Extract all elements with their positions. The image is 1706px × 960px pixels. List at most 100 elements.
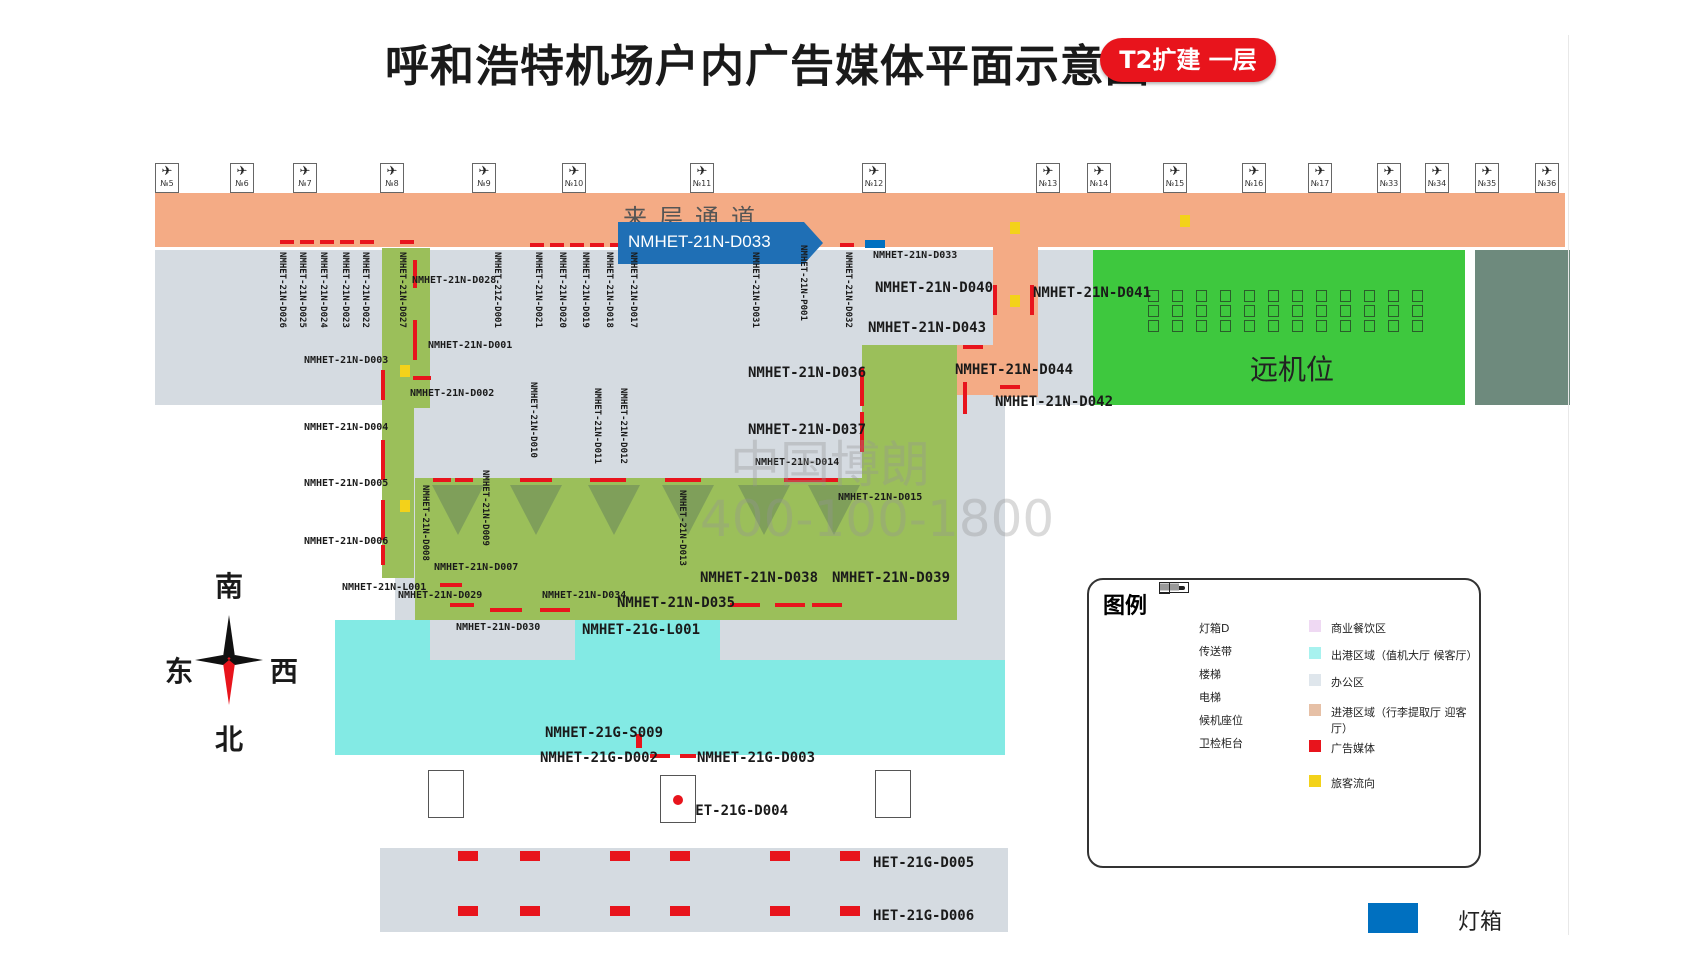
ad-media-bar (680, 754, 696, 758)
media-label-vertical: NMHET-21N-D032 (843, 252, 853, 328)
seat-icon (1268, 320, 1279, 332)
page-title: 呼和浩特机场户内广告媒体平面示意图 (385, 41, 1150, 92)
plane-icon: ✈ (1093, 164, 1105, 179)
seat-icon (1292, 290, 1303, 302)
ad-media-bar (433, 478, 451, 482)
departure-zone-grey-2 (720, 620, 1005, 660)
legend-swatch (1309, 620, 1321, 632)
seat-icon (1268, 290, 1279, 302)
plane-icon: ✈ (299, 164, 311, 179)
seat-icon (1292, 320, 1303, 332)
ad-media-bar (550, 243, 564, 247)
media-label: NMHET-21G-D002 (540, 750, 659, 766)
ad-media-bar (381, 370, 385, 400)
compass-east-label: 东 (165, 655, 194, 688)
arrival-hall-strip (380, 848, 1008, 932)
media-label: NMHET-21N-D040 (875, 280, 994, 296)
ad-media-bar (650, 754, 670, 758)
media-label: NMHET-21N-D002 (410, 388, 495, 399)
seat-icon (1412, 305, 1423, 317)
seat-icon (1172, 305, 1183, 317)
seat-icon (1172, 290, 1183, 302)
security-gate (428, 770, 464, 818)
office-area-right (1036, 250, 1093, 405)
media-label-vertical: NMHET-21N-D022 (360, 252, 370, 328)
seat-icon (1172, 320, 1183, 332)
ad-media-bar (413, 320, 417, 360)
seat-icon (1244, 290, 1255, 302)
media-label-vertical: NMHET-21N-D024 (318, 252, 328, 328)
ad-media-bar (610, 243, 624, 247)
seat-icon (1148, 305, 1159, 317)
commercial-zone-east (862, 345, 957, 620)
media-label-vertical: NMHET-21N-D018 (604, 252, 614, 328)
departure-zone-grey (430, 620, 575, 660)
legend-swatch (1309, 740, 1321, 752)
media-label-vertical: NMHET-21N-D023 (340, 252, 350, 328)
ad-media-bar (590, 478, 612, 482)
ad-media-bar (360, 240, 374, 244)
escalator-shape (808, 485, 860, 535)
legend-swatch (1309, 674, 1321, 686)
ad-media-bar (455, 478, 473, 482)
seat-icon (1364, 290, 1375, 302)
media-label-vertical: NMHET-21N-D012 (618, 388, 628, 464)
media-label-vertical: NMHET-21N-D019 (580, 252, 590, 328)
media-label: NMHET-21N-D004 (304, 422, 389, 433)
ad-media-bar (381, 500, 385, 540)
media-label: NMHET-21N-D005 (304, 478, 389, 489)
ad-media-bar (570, 243, 584, 247)
plane-icon: ✈ (1314, 164, 1326, 179)
gate-15: ✈№35 (1475, 163, 1499, 193)
gate-1: ✈№6 (230, 163, 254, 193)
legend-item: 电梯 (1199, 691, 1221, 704)
legend-item: 楼梯 (1199, 668, 1221, 681)
ad-media-bar (670, 851, 690, 861)
seat-icon (1316, 320, 1327, 332)
seat-icon (1340, 290, 1351, 302)
ad-media-bar (458, 851, 478, 861)
ad-media-bar (1030, 285, 1034, 315)
gate-number: №13 (1038, 179, 1058, 188)
media-label: NMHET-21N-D037 (748, 422, 867, 438)
lightbox-swatch (1368, 903, 1418, 933)
gate-number: №5 (160, 179, 174, 188)
compass-north-label: 北 (215, 723, 244, 756)
gate-13: ✈№33 (1377, 163, 1401, 193)
seat-icon (1220, 290, 1231, 302)
seat-icon (1388, 305, 1399, 317)
media-label: HET-21G-D006 (873, 908, 975, 924)
media-label-vertical: NMHET-21N-D026 (277, 252, 287, 328)
legend-title: 图例 (1103, 594, 1148, 619)
seat-icon (1412, 290, 1423, 302)
compass-icon (195, 615, 263, 705)
d033-callout[interactable]: NMHET-21N-D033 (618, 222, 823, 264)
seat-icon (1364, 320, 1375, 332)
ad-media-dot (673, 795, 683, 805)
media-label: NMHET-21N-D029 (398, 590, 483, 601)
gate-number: №15 (1165, 179, 1185, 188)
security-gate (875, 770, 911, 818)
media-label: HET-21G-D005 (873, 855, 975, 871)
plane-icon: ✈ (696, 164, 708, 179)
gate-6: ✈№11 (690, 163, 714, 193)
seat-icon (1244, 305, 1255, 317)
flow-arrow-icon (400, 500, 410, 512)
seat-icon (1220, 320, 1231, 332)
escalator-shape (510, 485, 562, 535)
plane-icon: ✈ (1383, 164, 1395, 179)
media-label: NMHET-21G-D003 (697, 750, 816, 766)
seat-icon (1292, 305, 1303, 317)
gate-number: №33 (1379, 179, 1399, 188)
seat-icon (1220, 305, 1231, 317)
seat-icon (1316, 290, 1327, 302)
seat-icon (1388, 320, 1399, 332)
media-label: NMHET-21N-D039 (832, 570, 951, 586)
media-label-vertical: NMHET-21N-D011 (592, 388, 602, 464)
right-border-line (1568, 35, 1569, 935)
ad-media-bar (413, 260, 417, 288)
office-area-west (155, 250, 995, 405)
seat-icon (1388, 290, 1399, 302)
gate-4: ✈№9 (472, 163, 496, 193)
seat-icon (1244, 320, 1255, 332)
